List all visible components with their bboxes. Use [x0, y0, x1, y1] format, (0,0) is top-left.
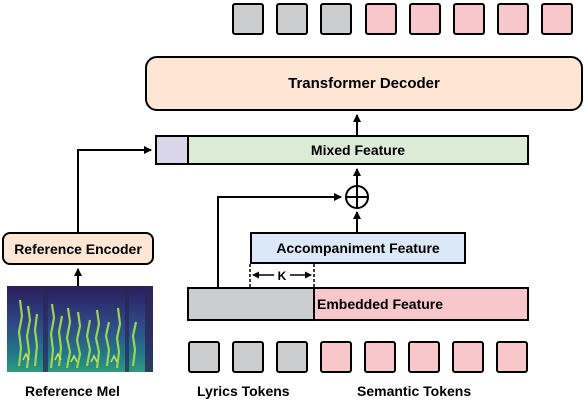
embedded-feature-label: Embedded Feature — [317, 296, 444, 312]
semantic-token — [364, 341, 396, 373]
reference-prefix-cell — [155, 135, 189, 165]
reference-mel-label: Reference Mel — [25, 383, 120, 399]
mixed-feature-block: Mixed Feature — [187, 135, 529, 165]
reference-encoder-block: Reference Encoder — [2, 232, 154, 265]
embedded-to-adder-arrow — [217, 193, 342, 287]
semantic-token — [496, 341, 528, 373]
reference-encoder-label: Reference Encoder — [14, 240, 142, 257]
output-semantic-token — [409, 3, 441, 35]
output-semantic-token — [541, 3, 573, 35]
lyrics-token — [232, 341, 264, 373]
output-semantic-token — [497, 3, 529, 35]
output-lyrics-token — [276, 3, 308, 35]
mixed-feature-label: Mixed Feature — [310, 142, 406, 158]
reference-mel-spectrogram — [7, 286, 153, 372]
output-lyrics-token — [320, 3, 352, 35]
encoder-to-mixed-arrow — [77, 146, 152, 232]
semantic-token — [408, 341, 440, 373]
semantic-token — [320, 341, 352, 373]
lyrics-token — [276, 341, 308, 373]
lyrics-tokens-label: Lyrics Tokens — [197, 383, 290, 399]
embedded-lyrics-segment — [187, 287, 315, 321]
transformer-decoder-label: Transformer Decoder — [288, 75, 440, 92]
semantic-tokens-label: Semantic Tokens — [357, 383, 472, 399]
embedded-feature-block: Embedded Feature — [313, 287, 529, 321]
accompaniment-feature-label: Accompaniment Feature — [276, 240, 440, 256]
output-semantic-token — [365, 3, 397, 35]
output-semantic-token — [453, 3, 485, 35]
transformer-decoder-block: Transformer Decoder — [145, 56, 583, 111]
lyrics-token — [188, 341, 220, 373]
output-lyrics-token — [232, 3, 264, 35]
offset-k-label: K — [278, 269, 287, 283]
semantic-token — [452, 341, 484, 373]
accompaniment-feature-block: Accompaniment Feature — [250, 232, 466, 264]
